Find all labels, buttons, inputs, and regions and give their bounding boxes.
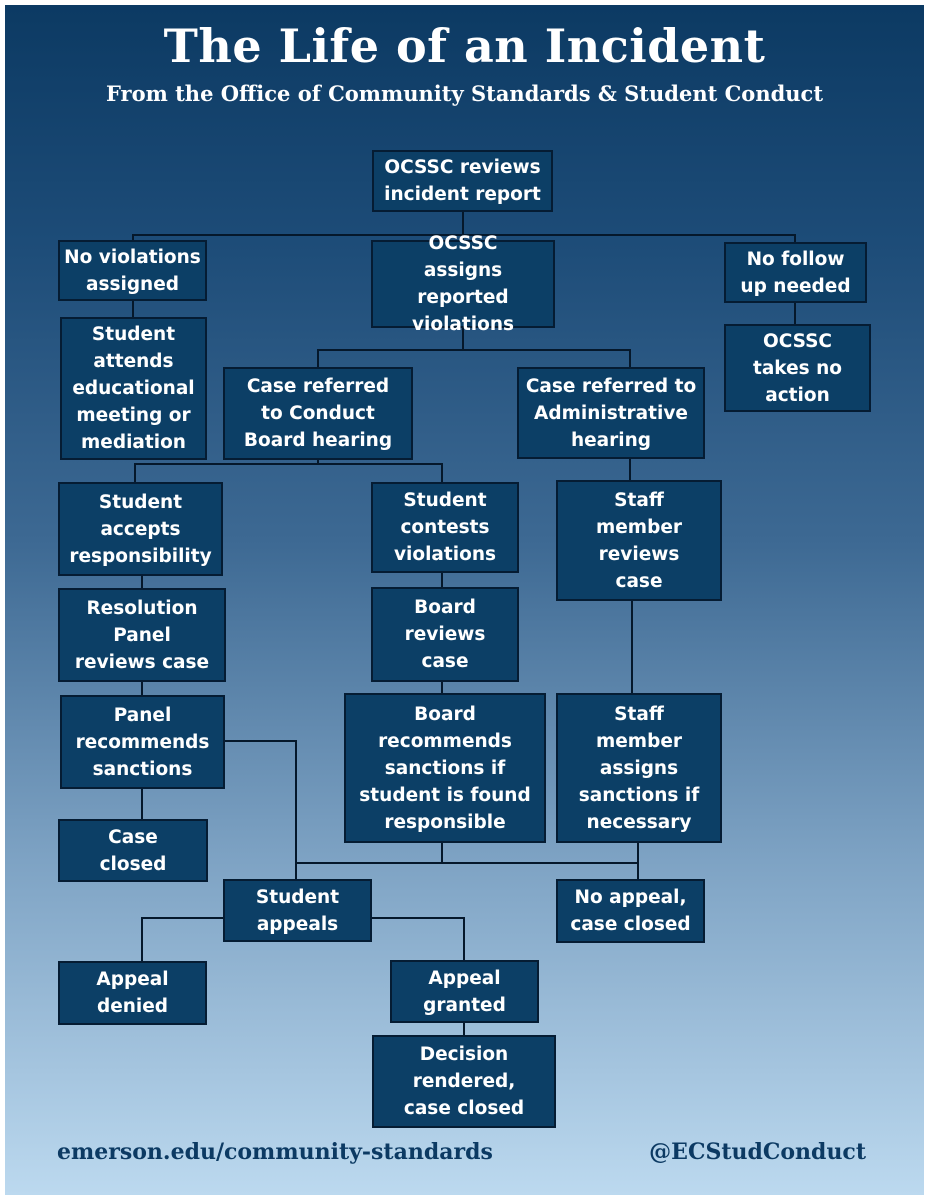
connector-panel-to-appeal-bus (223, 740, 297, 881)
connector-conduct-to-branches (134, 458, 443, 484)
node-no-appeal: No appeal,case closed (556, 879, 705, 943)
node-no-appeal-text: No appeal,case closed (570, 887, 691, 935)
poster-subtitle: From the Office of Community Standards &… (105, 81, 824, 106)
connector-violations-to-referrals (317, 327, 631, 369)
footer-social-handle[interactable]: @ECStudConduct (649, 1139, 866, 1165)
footer-website-link[interactable]: emerson.edu/community-standards (57, 1139, 493, 1165)
poster-title: The Life of an Incident (163, 19, 766, 73)
flowchart-poster: The Life of an Incident From the Office … (5, 5, 924, 1195)
